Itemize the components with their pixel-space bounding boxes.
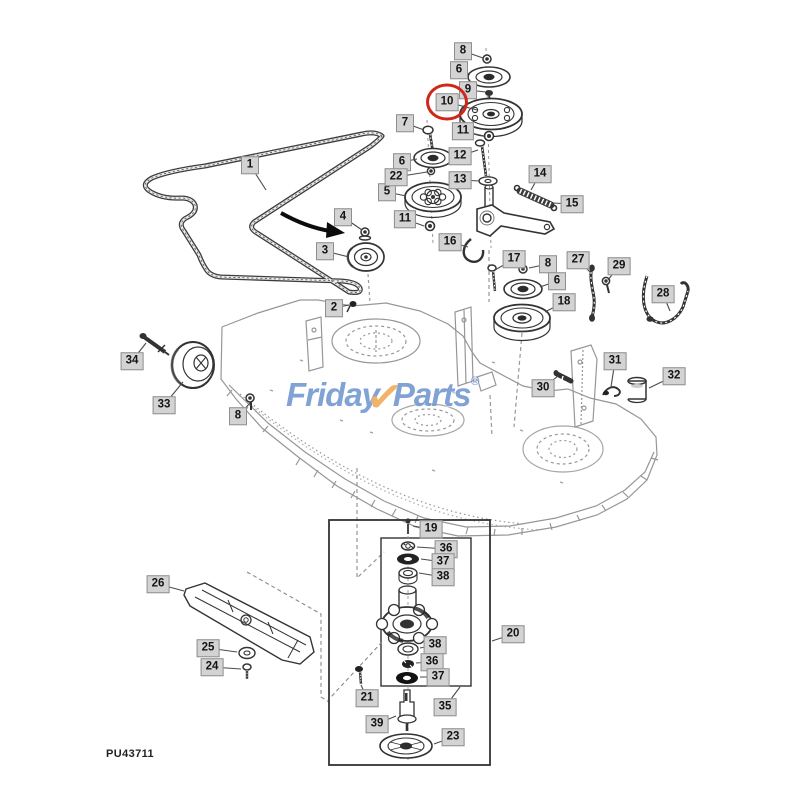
callout-15: 15: [560, 195, 584, 213]
callout-18: 18: [552, 293, 576, 311]
spindle-stack-top: [459, 47, 523, 249]
callout-8: 8: [229, 407, 247, 425]
callout-7: 7: [396, 114, 414, 132]
callout-28: 28: [651, 285, 675, 303]
callout-20: 20: [501, 625, 525, 643]
callout-1: 1: [241, 156, 259, 174]
callout-37: 37: [426, 668, 450, 686]
rotation-arrow: [280, 211, 345, 238]
callout-6: 6: [548, 272, 566, 290]
callout-19: 19: [419, 520, 443, 538]
callout-38: 38: [431, 568, 455, 586]
callout-27: 27: [566, 251, 590, 269]
callout-37: 37: [431, 553, 455, 571]
callout-4: 4: [334, 208, 352, 226]
callout-3: 3: [316, 242, 334, 260]
callout-5: 5: [378, 183, 396, 201]
idler-arm-assembly: [462, 184, 558, 263]
spindle-stack-left: [404, 119, 462, 244]
callout-32: 32: [662, 367, 686, 385]
callout-39: 39: [365, 715, 389, 733]
callout-35: 35: [433, 698, 457, 716]
highlight-circle-10: [426, 83, 468, 121]
callout-17: 17: [502, 250, 526, 268]
callout-14: 14: [528, 165, 552, 183]
callout-30: 30: [531, 379, 555, 397]
mower-deck-drawing: [220, 250, 659, 580]
part-code-text: PU43711: [106, 748, 155, 760]
callout-13: 13: [448, 171, 472, 189]
callout-16: 16: [438, 233, 462, 251]
callout-38: 38: [423, 636, 447, 654]
callout-22: 22: [384, 168, 408, 186]
spindle-inset-box: [328, 518, 491, 766]
callout-21: 21: [355, 689, 379, 707]
callout-24: 24: [200, 658, 224, 676]
mower-blade-group: [183, 571, 330, 703]
callout-2: 2: [325, 299, 343, 317]
callout-34: 34: [120, 352, 144, 370]
lift-rods: [589, 264, 690, 325]
callout-8: 8: [539, 255, 557, 273]
callout-8: 8: [454, 42, 472, 60]
callout-10: 10: [435, 93, 459, 111]
gauge-wheel-group: [139, 301, 357, 410]
callout-11: 11: [393, 210, 417, 228]
callout-6: 6: [450, 61, 468, 79]
callout-33: 33: [152, 396, 176, 414]
callout-31: 31: [603, 352, 627, 370]
callout-23: 23: [441, 728, 465, 746]
callout-29: 29: [607, 257, 631, 275]
callout-25: 25: [196, 639, 220, 657]
callout-26: 26: [146, 575, 170, 593]
callout-12: 12: [448, 147, 472, 165]
callout-11: 11: [451, 122, 475, 140]
pins-and-sleeve: [553, 370, 647, 404]
